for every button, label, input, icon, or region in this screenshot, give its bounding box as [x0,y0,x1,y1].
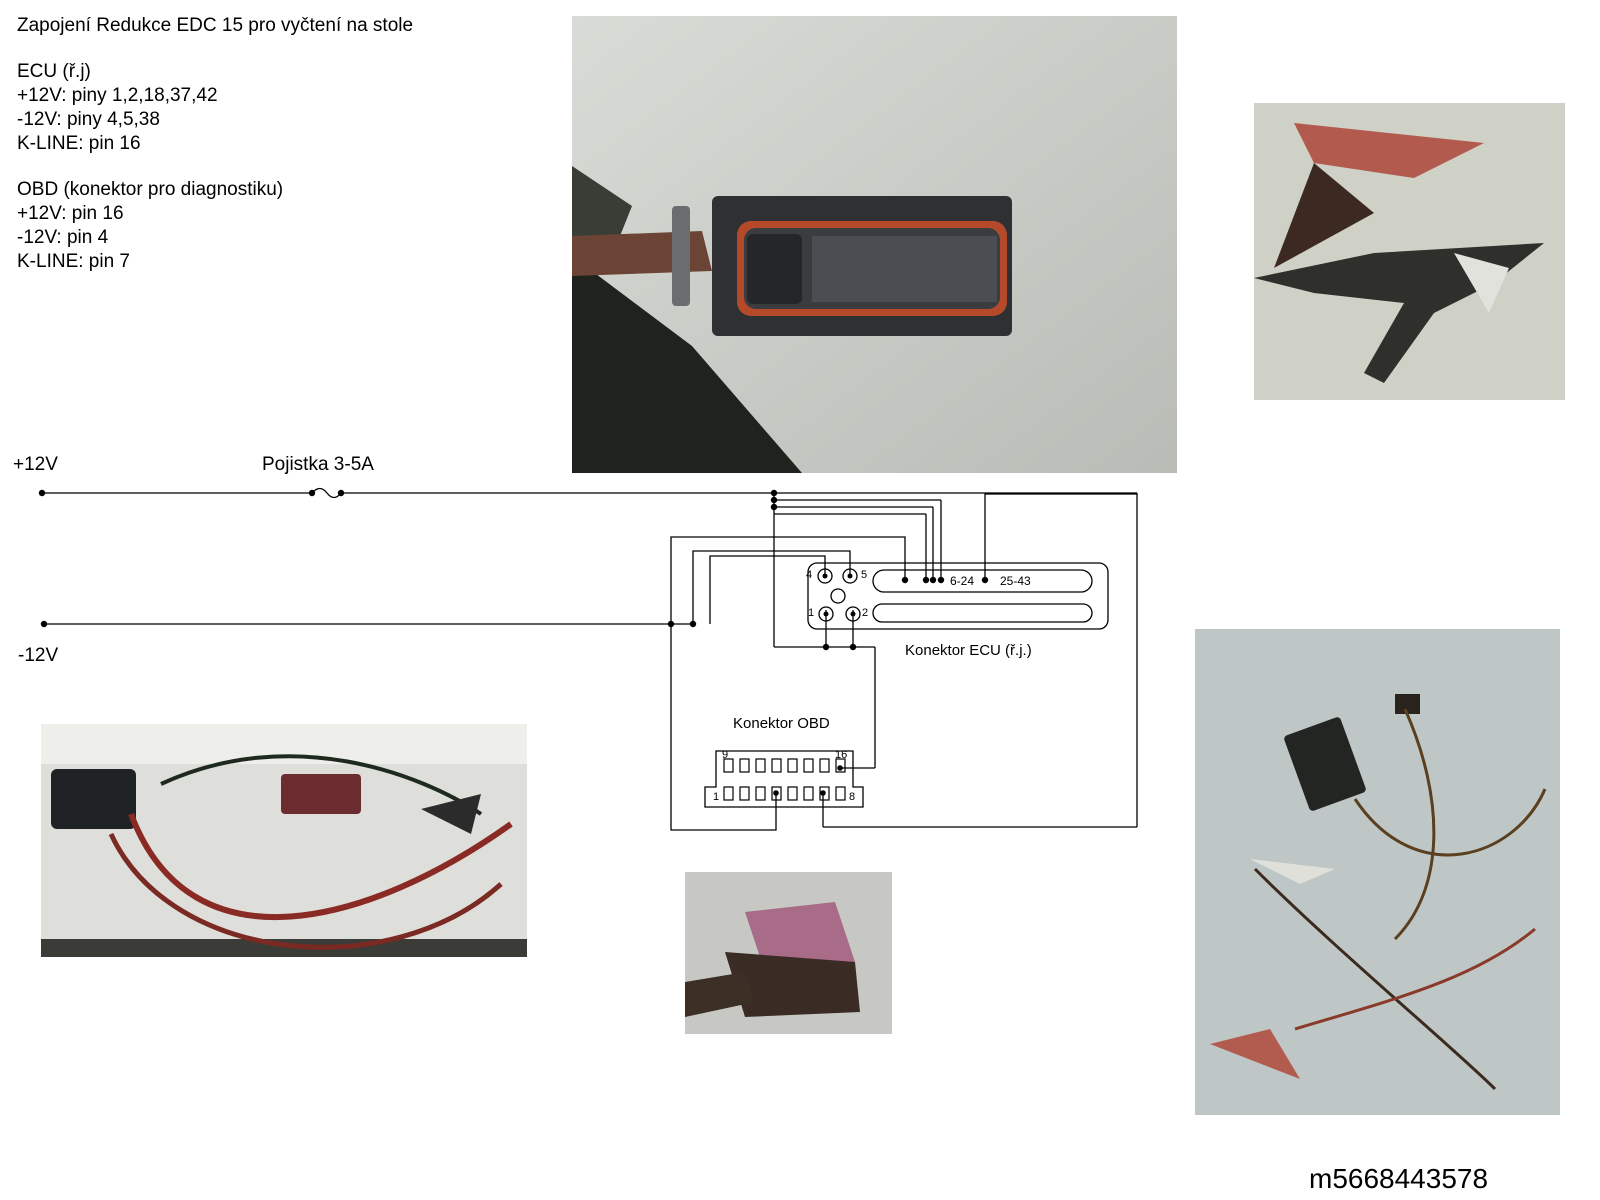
obd-pin-top-7 [819,758,830,773]
ecu-pin-4-label: 4 [806,569,813,581]
fuse-symbol [311,487,342,499]
obd-pin-bottom-1 [723,786,734,801]
obd-connector-body [704,750,864,808]
obd-pin-bottom-3 [755,786,766,801]
obd-pin-bottom-6 [803,786,814,801]
obd-pin-top-8 [835,758,846,773]
wiring-notes: Zapojení Redukce EDC 15 pro vyčtení na s… [17,14,413,274]
ecu-range-a-label: 6-24 [950,574,975,588]
obd-pin-bottom-7 [819,786,830,801]
ecu-line-minus: -12V: piny 4,5,38 [17,109,160,130]
obd-pin-top-3 [755,758,766,773]
ecu-connector-label: Konektor ECU (ř.j.) [905,642,1032,659]
ecu-line-plus: +12V: piny 1,2,18,37,42 [17,85,218,106]
obd-pin-8-label: 8 [849,791,856,803]
ecu-connector-photo [572,16,1177,473]
ecu-pin-2 [845,606,861,622]
obd-pin-bottom-8 [835,786,846,801]
junction-dots [38,489,989,796]
obd-pin-9-label: 9 [722,749,729,761]
ecu-pin-row-bottom [872,603,1093,623]
obd-pin-16-label: 16 [835,749,848,761]
obd-line-plus: +12V: pin 16 [17,203,124,224]
ecu-pin-5 [842,568,858,584]
watermark-id: m5668443578 [1309,1163,1489,1194]
obd-pin-bottom-2 [739,786,750,801]
ecu-pin-1 [818,606,834,622]
plus-12v-label: +12V [13,454,58,475]
obd-pin-1-label: 1 [713,791,720,803]
notes-title: Zapojení Redukce EDC 15 pro vyčtení na s… [17,15,414,36]
obd-line-kline: K-LINE: pin 7 [17,251,130,272]
ecu-pin-5-label: 5 [861,569,868,581]
ecu-range-b-label: 25-43 [1000,574,1031,588]
ecu-line-kline: K-LINE: pin 16 [17,133,141,154]
ecu-pin-4 [817,568,833,584]
obd-pin-top-6 [803,758,814,773]
ecu-pin-1-label: 1 [808,607,815,619]
ecu-key [830,588,846,604]
ecu-connector-body [807,562,1109,630]
ecu-pin-2-label: 2 [862,607,869,619]
obd-connector-photo [685,872,892,1034]
harness-photo [1195,629,1560,1115]
obd-pin-top-5 [787,758,798,773]
clips-photo [1254,103,1565,400]
ecu-heading: ECU (ř.j) [17,61,91,82]
obd-pin-bottom-4 [771,786,782,801]
obd-heading: OBD (konektor pro diagnostiku) [17,179,284,200]
cable-assembly-photo [41,724,527,957]
obd-pin-top-4 [771,758,782,773]
obd-pin-cells [723,758,846,801]
obd-connector-label: Konektor OBD [733,715,830,732]
obd-pin-top-1 [723,758,734,773]
obd-line-minus: -12V: pin 4 [17,227,109,248]
minus-12v-label: -12V [18,645,59,666]
fuse-label: Pojistka 3-5A [262,454,374,475]
obd-pin-top-2 [739,758,750,773]
obd-pin-bottom-5 [787,786,798,801]
ecu-pin-row-top [872,569,1093,593]
